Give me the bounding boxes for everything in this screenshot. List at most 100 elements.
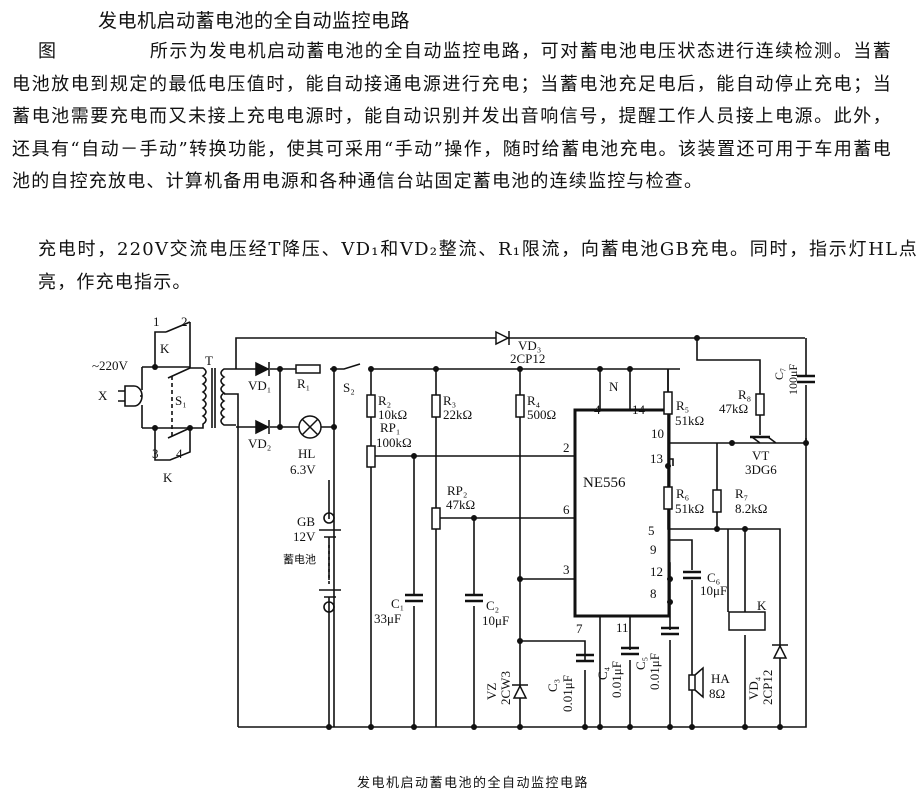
label-c3-value: 0.01μF xyxy=(560,675,575,712)
diode-vd4 xyxy=(772,644,788,659)
article-title: 发电机启动蓄电池的全自动监控电路 xyxy=(98,10,411,32)
label-s1: S₁ xyxy=(175,393,187,408)
label-pin13: 13 xyxy=(650,451,663,466)
diode-vd3 xyxy=(495,330,510,346)
label-battery: 蓄电池 xyxy=(283,553,316,566)
label-r2: R₂ xyxy=(378,393,391,408)
label-c7: C₇ xyxy=(772,368,786,380)
wire-r8 xyxy=(696,338,761,435)
label-c6: C₆ xyxy=(707,570,720,585)
label-vd3: VD₃ xyxy=(518,338,541,353)
wire-pin10 xyxy=(669,442,760,466)
label-pin5: 5 xyxy=(648,523,655,538)
resistor-r7 xyxy=(712,489,722,513)
diode-vd1 xyxy=(255,361,270,377)
transformer-core xyxy=(211,368,216,428)
label-ic-node: N xyxy=(609,379,619,394)
resistor-r8 xyxy=(755,393,765,416)
label-vt: VT xyxy=(752,448,769,463)
label-c3: C₃ xyxy=(545,679,560,692)
label-k-pin4: 4 xyxy=(176,446,183,461)
label-vz: VZ xyxy=(484,683,499,700)
capacitor-c2 xyxy=(465,593,483,603)
junctions xyxy=(152,335,809,730)
label-ha-value: 8Ω xyxy=(709,686,725,701)
label-pin3: 3 xyxy=(563,562,570,577)
label-transformer: T xyxy=(205,353,213,368)
battery-gb xyxy=(319,480,341,727)
capacitor-c6 xyxy=(683,570,701,580)
label-pin2: 2 xyxy=(563,440,570,455)
label-r1: R₁ xyxy=(297,376,310,391)
lamp-hl xyxy=(298,415,322,439)
label-r4: R₄ xyxy=(527,393,541,408)
label-c1: C₁ xyxy=(391,596,404,611)
label-r3: R₃ xyxy=(443,393,456,408)
label-pin9: 9 xyxy=(650,542,657,557)
capacitor-c7 xyxy=(797,374,815,384)
description-text: 所示为发电机启动蓄电池的全自动监控电路，可对蓄电池电压状态进行连续检测。当蓄电池… xyxy=(12,41,892,192)
resistor-r3 xyxy=(431,394,441,418)
label-r3-value: 22kΩ xyxy=(443,407,472,422)
capacitor-c4 xyxy=(621,646,639,656)
label-ic: NE556 xyxy=(583,475,626,491)
figure-reference: 图 xyxy=(38,41,58,62)
potentiometer-rp2 xyxy=(431,507,441,530)
figure-caption: 发电机启动蓄电池的全自动监控电路 xyxy=(357,776,590,791)
label-pin10: 10 xyxy=(651,426,664,441)
label-k-bottom: K xyxy=(163,470,173,485)
label-vd4: VD₄ xyxy=(746,676,761,700)
plug-x xyxy=(118,385,143,407)
label-mains: ~220V xyxy=(92,358,129,373)
wire-r5-r6 xyxy=(667,369,669,530)
label-plug: X xyxy=(98,388,108,403)
label-pin8: 8 xyxy=(650,586,657,601)
label-r5-value: 51kΩ xyxy=(675,413,704,428)
capacitor-c3 xyxy=(576,653,594,663)
resistor-r1 xyxy=(295,364,321,374)
wire-vz xyxy=(520,640,586,727)
label-r4-value: 500Ω xyxy=(527,407,556,422)
speaker-ha xyxy=(688,666,704,699)
label-r7: R₇ xyxy=(735,486,748,501)
label-c7-value: 100μF xyxy=(786,364,800,395)
label-r6: R₆ xyxy=(676,486,689,501)
label-c2-value: 10μF xyxy=(482,613,509,628)
transformer-secondary xyxy=(220,368,239,727)
resistor-r4 xyxy=(515,394,525,418)
label-hl: HL xyxy=(298,446,315,461)
label-relay: K xyxy=(757,598,767,613)
label-ha: HA xyxy=(711,671,730,686)
wire-rp2 xyxy=(440,517,575,727)
top-rail xyxy=(235,337,805,369)
label-pin12: 12 xyxy=(650,564,663,579)
label-rp2-value: 47kΩ xyxy=(446,497,475,512)
resistor-r2 xyxy=(366,394,376,418)
label-c5: C₅ xyxy=(633,657,648,670)
label-rp1-value: 100kΩ xyxy=(376,435,412,450)
label-rp2: RP₂ xyxy=(447,483,467,498)
label-vz-value: 2CW3 xyxy=(498,671,513,705)
wire-k-top xyxy=(154,321,191,368)
wire-r4 xyxy=(519,369,575,727)
label-rp1: RP₁ xyxy=(380,420,400,435)
wire-pin9 xyxy=(669,539,693,727)
wire-pin5 xyxy=(669,528,755,612)
zener-vz xyxy=(512,684,528,699)
description-paragraph: 图所示为发电机启动蓄电池的全自动监控电路，可对蓄电池电压状态进行连续检测。当蓄电… xyxy=(12,36,892,199)
resistor-r5 xyxy=(663,391,673,415)
label-vt-value: 3DG6 xyxy=(745,462,777,477)
diode-vd2 xyxy=(255,419,270,435)
wire-bplus xyxy=(370,368,680,411)
label-c2: C₂ xyxy=(486,598,499,613)
label-r6-value: 51kΩ xyxy=(675,501,704,516)
label-vd4-value: 2CP12 xyxy=(760,670,775,705)
label-pin7: 7 xyxy=(576,621,583,636)
label-pin4: 4 xyxy=(594,402,601,417)
potentiometer-rp1 xyxy=(366,445,376,468)
label-r8: R₈ xyxy=(738,387,751,402)
label-k-pin2: 2 xyxy=(181,314,188,329)
label-r2-value: 10kΩ xyxy=(378,407,407,422)
label-vd2: VD₂ xyxy=(248,436,271,451)
